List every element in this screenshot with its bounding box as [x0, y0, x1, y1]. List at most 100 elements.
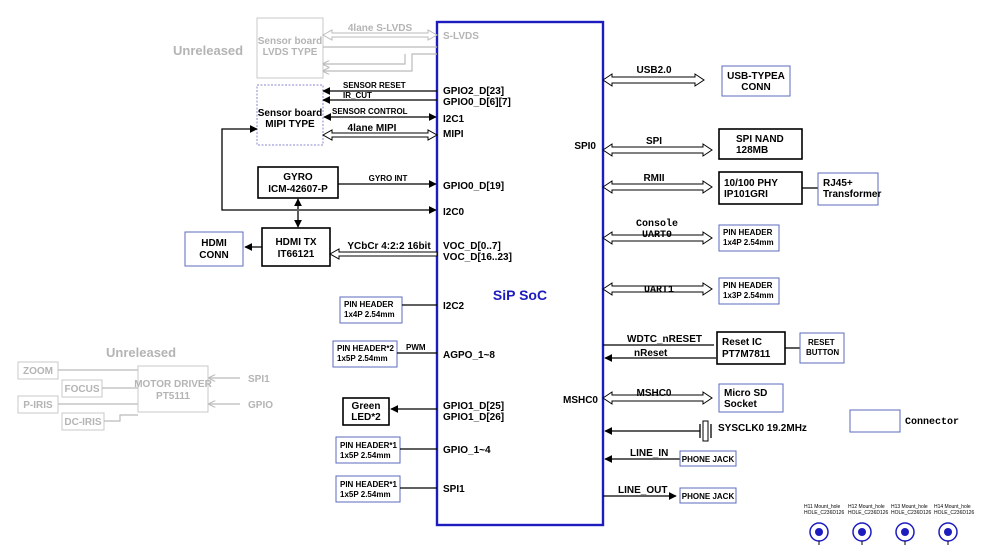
sensor-lvds-line1: Sensor board: [258, 36, 322, 47]
sensor-lvds-line2: LVDS TYPE: [263, 47, 318, 58]
spi-nand-line1: SPI NAND: [736, 134, 784, 145]
ph-uart1-line2: 1x3P 2.54mm: [723, 291, 774, 300]
pin-gpio1-d26: GPIO1_D[26]: [443, 412, 504, 423]
mount-hole-h14-line2: HOLE_C236D126: [934, 510, 975, 516]
sd-block: [718, 383, 784, 413]
pin-i2c1: I2C1: [443, 114, 465, 125]
spi-nand-block: [718, 128, 803, 160]
ycbcr-arrow: [328, 248, 438, 260]
rj45-line1: RJ45+: [823, 178, 853, 189]
ph-spi1-line1: PIN HEADER*1: [340, 480, 397, 489]
mount-hole-h11-line2: HOLE_C236D126: [804, 510, 845, 516]
gpio-gray-label: GPIO: [248, 400, 273, 411]
phy-block: [718, 171, 803, 205]
phone-jack-out: [679, 487, 737, 504]
line-in-label: LINE_IN: [630, 448, 668, 459]
mipi-signal-label: 4lane MIPI: [348, 123, 397, 134]
ph-uart1-line1: PIN HEADER: [723, 281, 773, 290]
spi-arrow: [602, 143, 713, 157]
line-out-label: LINE_OUT: [618, 485, 667, 496]
usb-conn-line2: CONN: [741, 82, 770, 93]
pin-header-spi1: [335, 475, 401, 503]
mount-hole-h13-line1: H13 Mount_hole: [891, 504, 928, 510]
pin-header-uart1: [718, 277, 780, 305]
hdmi-conn-block: [184, 231, 244, 267]
zoom-label: ZOOM: [23, 366, 53, 377]
pin-voc-d16-23: VOC_D[16..23]: [443, 252, 512, 263]
reset-ic-block: [716, 331, 786, 365]
ph-spi1-line2: 1x5P 2.54mm: [340, 490, 391, 499]
phy-line2: IP101GRI: [724, 189, 768, 200]
pin-gpio-1-4: GPIO_1~4: [443, 445, 491, 456]
legend-connector-label: Connector: [905, 417, 959, 428]
focus-label: FOCUS: [65, 384, 100, 395]
motor-driver-block: [137, 365, 209, 413]
gyro-line2: ICM-42607-P: [268, 184, 328, 195]
mount-hole-h12-line1: H12 Mount_hole: [848, 504, 885, 510]
phy-line1: 10/100 PHY: [724, 178, 778, 189]
pin-voc-d0-7: VOC_D[0..7]: [443, 241, 501, 252]
reset-ic-line1: Reset IC: [722, 337, 762, 348]
usb-conn-line1: USB-TYPEA: [727, 71, 785, 82]
unreleased-bottom-label: Unreleased: [106, 345, 176, 360]
mount-hole-h14: H14 Mount_hole HOLE_C236D126: [934, 504, 975, 545]
piris-label: P-IRIS: [23, 400, 53, 411]
ycbcr-label: YCbCr 4:2:2 16bit: [347, 241, 431, 252]
pin-gpio0-d67: GPIO0_D[6][7]: [443, 97, 511, 108]
pin-header-agpo: [332, 340, 398, 368]
reset-ic-line2: PT7M7811: [722, 349, 771, 360]
gyro-int-label: GYRO INT: [369, 174, 408, 183]
phone-jack-in: [679, 450, 737, 467]
phone-out-label: PHONE JACK: [682, 492, 735, 501]
hdmi-tx-line1: HDMI TX: [275, 237, 316, 248]
sd-line1: Micro SD: [724, 388, 767, 399]
ph-i2c2-line1: PIN HEADER: [344, 300, 394, 309]
legend-connector-swatch: [849, 409, 901, 433]
led-line2: LED*2: [351, 412, 381, 423]
soc-title: SiP SoC: [493, 287, 547, 303]
lvds-arrow: [321, 29, 439, 41]
usb-conn-block: [721, 65, 791, 97]
ph-gpio-line1: PIN HEADER*1: [340, 441, 397, 450]
ph-agpo-line1: PIN HEADER*2: [337, 344, 394, 353]
unreleased-top-label: Unreleased: [173, 43, 243, 58]
ir-cut-label: IR_CUT: [343, 91, 372, 100]
mount-hole-h13: H13 Mount_hole HOLE_C236D126: [891, 504, 932, 545]
ph-uart0-line2: 1x4P 2.54mm: [723, 238, 774, 247]
mount-hole-h12: H12 Mount_hole HOLE_C236D126: [848, 504, 889, 545]
pin-i2c2: I2C2: [443, 301, 465, 312]
lvds-signal-label: 4lane S-LVDS: [348, 23, 413, 34]
nreset-label: nReset: [634, 348, 668, 359]
dciris-label: DC-IRIS: [64, 417, 102, 428]
mount-hole-h13-line2: HOLE_C236D126: [891, 510, 932, 516]
pin-header-i2c2: [339, 296, 403, 324]
sensor-mipi-line2: MIPI TYPE: [265, 119, 315, 130]
ph-gpio-line2: 1x5P 2.54mm: [340, 451, 391, 460]
led-line1: Green: [352, 401, 381, 412]
ph-agpo-line2: 1x5P 2.54mm: [337, 354, 388, 363]
rj45-block: [817, 172, 879, 206]
hdmi-conn-line2: CONN: [199, 250, 228, 261]
mshc-arrow: [602, 391, 713, 405]
ph-uart0-line1: PIN HEADER: [723, 228, 773, 237]
uart1-label: UART1: [644, 285, 674, 296]
hdmi-conn-line1: HDMI: [201, 238, 227, 249]
uart1-arrow: [602, 282, 713, 296]
ph-i2c2-line2: 1x4P 2.54mm: [344, 310, 395, 319]
gyro-block: [257, 166, 339, 199]
crystal-icon: [702, 420, 709, 442]
led-block: [342, 397, 390, 426]
sysclk-label: SYSCLK0 19.2MHz: [718, 423, 807, 434]
pin-gpio1-d25: GPIO1_D[25]: [443, 401, 504, 412]
wdtc-label: WDTC_nRESET: [627, 334, 702, 345]
pin-mipi: MIPI: [443, 129, 464, 140]
sensor-mipi-line1: Sensor board: [258, 108, 322, 119]
pin-gpio2-d23: GPIO2_D[23]: [443, 86, 504, 97]
sensor-control-label: SENSOR CONTROL: [332, 107, 408, 116]
pin-i2c0: I2C0: [443, 207, 465, 218]
sensor-lvds-block: [256, 17, 324, 79]
pin-agpo: AGPO_1~8: [443, 350, 495, 361]
pin-spi0: SPI0: [574, 141, 596, 152]
mount-hole-h14-line1: H14 Mount_hole: [934, 504, 971, 510]
usb-arrow: [602, 73, 705, 87]
